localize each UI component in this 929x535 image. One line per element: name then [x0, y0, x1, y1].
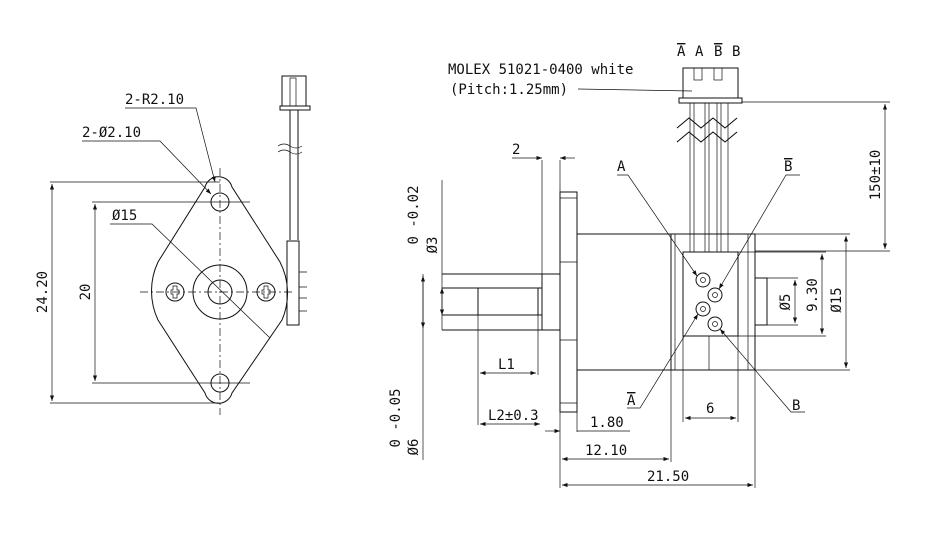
cable	[676, 103, 738, 252]
coil-label-b: B	[792, 398, 800, 414]
side-view: MOLEX 51021-0400 white (Pitch:1.25mm) A …	[388, 44, 890, 488]
svg-text:A: A	[695, 44, 704, 60]
svg-text:A: A	[677, 44, 686, 60]
dim-overall-height: 24.20	[35, 271, 51, 313]
coil-label-a-bar: A	[627, 393, 636, 409]
radius-callout: 2-R2.10	[125, 92, 184, 108]
coil-label-b-bar: B	[784, 159, 792, 175]
dim-21-50: 21.50	[647, 469, 689, 485]
dim-shaft-small-tol: 0 -0.02	[406, 185, 422, 244]
flange	[559, 191, 578, 413]
dim-cable-length: 150±10	[868, 150, 884, 201]
dim-l2: L2±0.3	[488, 408, 539, 424]
flange-outline	[151, 176, 289, 404]
dim-shaft-small: Ø3	[425, 237, 441, 254]
dim-1-80: 1.80	[590, 415, 624, 431]
connector-and-pcb	[277, 75, 311, 326]
dim-shaft-large: Ø6	[406, 439, 422, 456]
dim-15: Ø15	[829, 287, 845, 312]
front-view: 24.20 20 2-R2.10 2-Ø2.10 Ø15	[35, 75, 311, 415]
connector-note: MOLEX 51021-0400 white	[448, 62, 633, 78]
svg-text:B: B	[714, 44, 722, 60]
dim-5: Ø5	[778, 294, 794, 311]
pitch-note: (Pitch:1.25mm)	[450, 82, 568, 98]
hole-callout: 2-Ø2.10	[82, 125, 141, 141]
shaft-large	[442, 273, 560, 331]
motor-body	[576, 233, 672, 371]
molex-connector	[678, 67, 743, 104]
body-diameter-callout: Ø15	[112, 208, 137, 224]
pinion	[477, 287, 539, 316]
dim-6: 6	[706, 401, 714, 417]
dim-l1: L1	[498, 357, 515, 373]
dim-shaft-large-tol: 0 -0.05	[388, 388, 404, 447]
screw-icon	[165, 282, 276, 302]
dim-12-10: 12.10	[585, 443, 627, 459]
dim-9-30: 9.30	[805, 278, 821, 312]
boss	[192, 264, 248, 320]
svg-text:B: B	[732, 44, 740, 60]
coil-terminals	[695, 272, 723, 332]
dim-hole-spacing: 20	[78, 284, 94, 301]
pin-labels: A A B B	[677, 44, 740, 60]
dim-flange-thickness: 2	[512, 142, 520, 158]
shaft-small	[442, 274, 543, 330]
shaft	[207, 279, 233, 305]
terminal-block	[682, 251, 739, 337]
coil-label-a: A	[617, 159, 626, 175]
end-bearing	[754, 277, 768, 326]
